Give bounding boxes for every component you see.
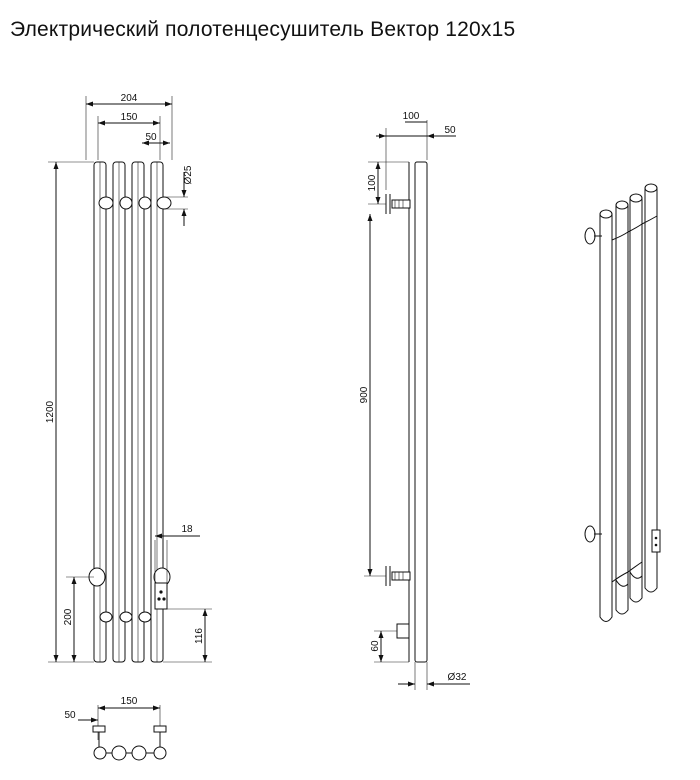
iso-tube-4 (644, 187, 658, 593)
front-view: 204 150 50 Ø25 1200 200 116 18 (45, 93, 212, 663)
front-tubes (93, 161, 164, 663)
bottom-mount (385, 566, 411, 586)
dim-mount-spacing: 900 (359, 386, 370, 403)
top-wall-plate (92, 725, 106, 733)
dim-width: 204 (121, 93, 138, 104)
dim-top-offset: 50 (64, 710, 76, 721)
top-tube (111, 745, 127, 761)
top-mount (385, 194, 411, 214)
dim-box-width: 18 (181, 524, 193, 535)
isometric-view (584, 183, 661, 622)
electric-box (154, 582, 168, 610)
iso-tube-3 (629, 197, 643, 603)
dim-top-offset: 100 (367, 174, 378, 191)
dim-span: 150 (121, 112, 138, 123)
dim-bottom-offset: 60 (370, 640, 381, 652)
dim-height: 1200 (45, 400, 56, 423)
dim-bracket-height: 200 (63, 608, 74, 625)
dim-top-span: 150 (121, 696, 138, 707)
iso-tube-1 (599, 213, 613, 622)
top-view: 150 50 (64, 696, 167, 761)
iso-bracket-top (584, 227, 596, 245)
top-joints (98, 196, 172, 210)
iso-bracket-bottom (584, 525, 596, 543)
side-electric-box (396, 623, 410, 639)
dim-tube-diameter: Ø25 (183, 165, 194, 184)
side-view: 100 50 100 900 60 Ø32 (359, 111, 470, 690)
dim-wall-offset: 50 (145, 132, 157, 143)
drawing-title: Электрический полотенцесушитель Вектор 1… (10, 18, 516, 41)
dim-side-tube-diameter: Ø32 (448, 672, 467, 683)
bottom-joints (88, 567, 171, 623)
dim-depth: 100 (403, 111, 420, 122)
iso-tube-2 (615, 204, 629, 615)
top-wall-plate (153, 725, 167, 733)
side-tube (414, 161, 428, 663)
iso-electric-box (651, 529, 661, 553)
dim-side-offset: 50 (444, 125, 456, 136)
top-tube (131, 745, 147, 761)
dim-box-height: 116 (194, 628, 205, 644)
